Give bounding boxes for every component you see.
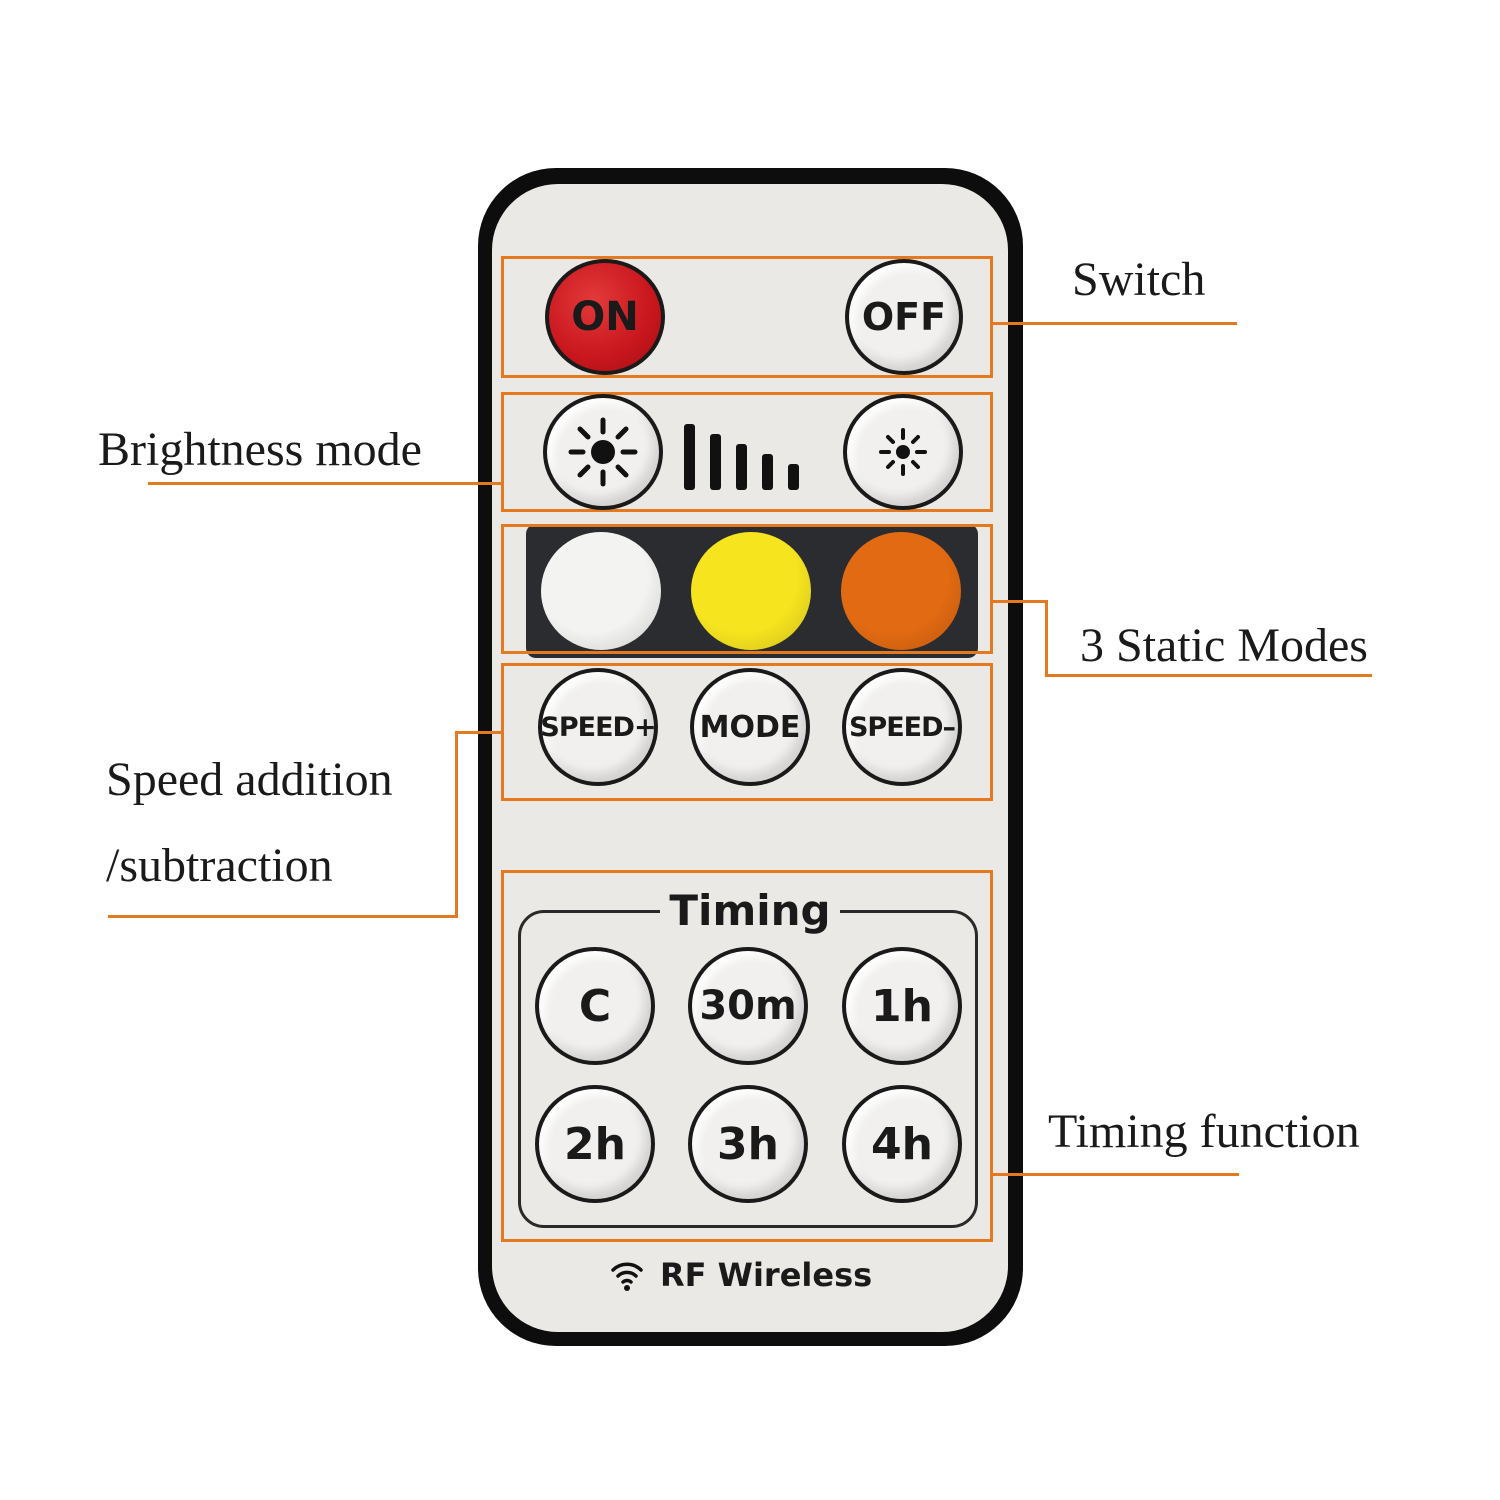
timer-label: 2h bbox=[564, 1118, 626, 1170]
speed-plus-label: SPEED+ bbox=[540, 711, 656, 743]
switch-group-frame bbox=[501, 256, 993, 378]
warm-yellow-mode-button[interactable] bbox=[691, 532, 811, 650]
callout-static-line-c bbox=[1045, 674, 1372, 677]
callout-speed-line-b bbox=[455, 731, 458, 918]
callout-speed-line1: Speed addition bbox=[106, 753, 393, 806]
timer-button-3h[interactable]: 3h bbox=[688, 1085, 808, 1203]
timing-group-frame bbox=[501, 870, 993, 1242]
brightness-bar bbox=[736, 444, 747, 490]
callout-brightness-line bbox=[148, 482, 501, 485]
brightness-bar bbox=[762, 454, 773, 490]
brightness-bar bbox=[788, 464, 799, 490]
brightness-bar bbox=[684, 424, 695, 490]
wireless-signal-icon bbox=[611, 1262, 643, 1291]
callout-timing-line bbox=[993, 1173, 1239, 1176]
brightness-bar bbox=[710, 434, 721, 490]
timing-title: Timing bbox=[660, 882, 840, 938]
callout-switch-line bbox=[993, 322, 1237, 325]
timer-button-30m[interactable]: 30m bbox=[688, 947, 808, 1065]
static-modes-group-frame bbox=[501, 524, 993, 654]
timer-label: C bbox=[578, 980, 612, 1032]
off-button-label: OFF bbox=[861, 295, 947, 339]
callout-speed-line2: /subtraction bbox=[106, 839, 333, 892]
callout-static-line-b bbox=[1045, 600, 1048, 677]
brightness-group-frame bbox=[501, 392, 993, 512]
mode-button[interactable]: MODE bbox=[690, 668, 810, 786]
callout-speed-line-c bbox=[108, 915, 458, 918]
timer-button-1h[interactable]: 1h bbox=[842, 947, 962, 1065]
sun-small-icon bbox=[879, 428, 927, 476]
timer-button-4h[interactable]: 4h bbox=[842, 1085, 962, 1203]
speed-plus-button[interactable]: SPEED+ bbox=[538, 668, 658, 786]
timer-label: 30m bbox=[699, 983, 797, 1029]
orange-mode-button[interactable] bbox=[841, 532, 961, 650]
on-button-label: ON bbox=[571, 294, 639, 340]
timer-label: 3h bbox=[717, 1118, 779, 1170]
timer-label: 4h bbox=[871, 1118, 933, 1170]
callout-switch: Switch bbox=[1072, 253, 1206, 306]
timer-button-2h[interactable]: 2h bbox=[535, 1085, 655, 1203]
mode-label: MODE bbox=[699, 709, 801, 745]
white-mode-button[interactable] bbox=[541, 532, 661, 650]
speed-minus-label: SPEED– bbox=[848, 711, 956, 743]
on-button[interactable]: ON bbox=[545, 259, 665, 375]
speed-minus-button[interactable]: SPEED– bbox=[842, 668, 962, 786]
off-button[interactable]: OFF bbox=[845, 259, 963, 375]
callout-speed-line-a bbox=[456, 731, 501, 734]
brightness-level-indicator bbox=[684, 420, 824, 490]
rf-footer: RF Wireless bbox=[610, 1250, 900, 1300]
brightness-down-button[interactable] bbox=[843, 394, 963, 510]
timer-label: 1h bbox=[871, 980, 933, 1032]
rf-footer-label: RF Wireless bbox=[660, 1256, 873, 1294]
sun-large-icon bbox=[568, 417, 638, 487]
callout-static-line-a bbox=[993, 600, 1047, 603]
speed-group-frame bbox=[501, 663, 993, 801]
brightness-up-button[interactable] bbox=[543, 394, 663, 510]
timer-button-c[interactable]: C bbox=[535, 947, 655, 1065]
callout-static-modes: 3 Static Modes bbox=[1080, 619, 1368, 672]
callout-brightness: Brightness mode bbox=[98, 423, 422, 476]
callout-timing: Timing function bbox=[1048, 1105, 1360, 1158]
